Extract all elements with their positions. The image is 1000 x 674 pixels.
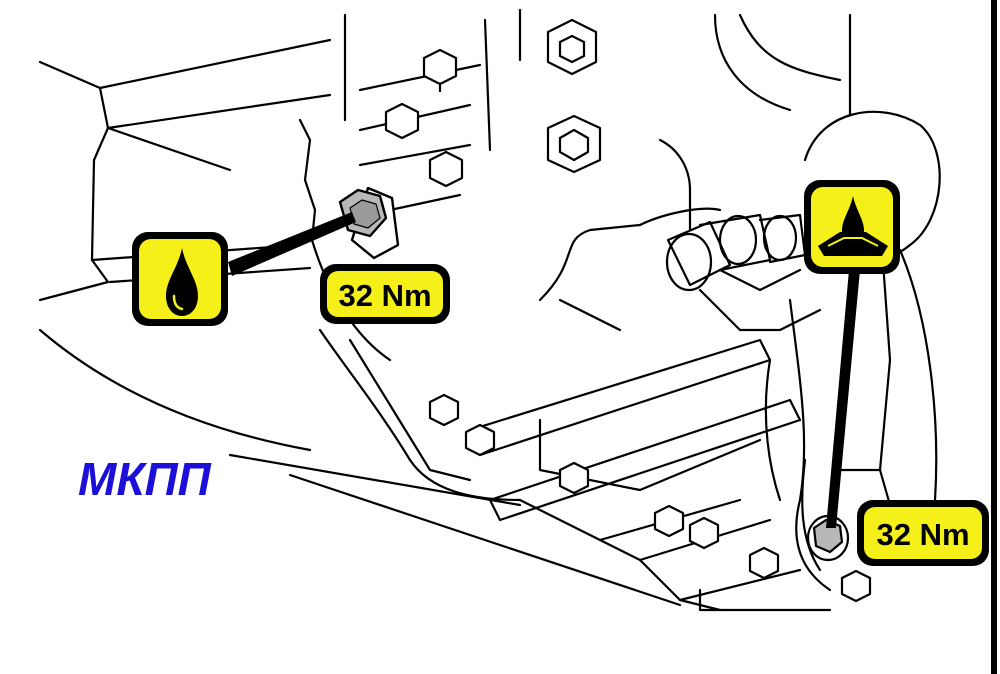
bolt (653, 504, 685, 538)
bolt (428, 150, 464, 188)
bolt (464, 423, 496, 457)
leader-lines (228, 212, 860, 528)
fill-plug (338, 186, 400, 260)
fill-leader-line (228, 212, 356, 276)
bolt (748, 546, 780, 580)
bolt (384, 102, 420, 140)
bolt (546, 114, 602, 174)
bolt (428, 393, 460, 427)
bolt (546, 18, 598, 76)
fill-torque-label: 32 Nm (320, 264, 450, 324)
diagram-title: МКПП (78, 453, 212, 505)
bolt (688, 516, 720, 550)
drain-leader-line (826, 270, 860, 528)
bolt (422, 48, 458, 92)
bolt-heads (384, 18, 872, 603)
drain-torque-label: 32 Nm (857, 500, 989, 566)
oil-drain-icon (818, 196, 888, 256)
bolt (558, 461, 590, 495)
bolt (840, 569, 872, 603)
fill-torque-value: 32 Nm (338, 278, 431, 313)
oil-drain-badge (804, 180, 900, 274)
oil-fill-badge (132, 232, 228, 326)
drain-torque-value: 32 Nm (876, 517, 969, 552)
